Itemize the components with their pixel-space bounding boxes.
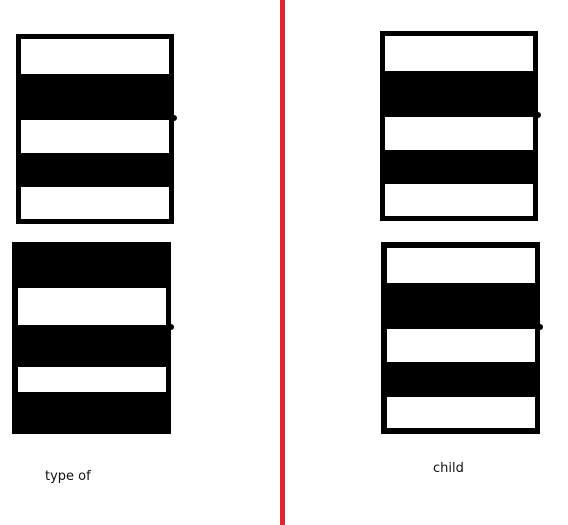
caption-type-of: type of: [45, 469, 91, 484]
left-top-striped-box: [16, 34, 177, 224]
red-divider-line: [280, 0, 285, 525]
right-top-striped-box: [380, 31, 541, 221]
right-bottom-striped-box: [381, 242, 543, 434]
left-bottom-striped-box: [12, 242, 174, 434]
caption-child: child: [433, 461, 464, 476]
